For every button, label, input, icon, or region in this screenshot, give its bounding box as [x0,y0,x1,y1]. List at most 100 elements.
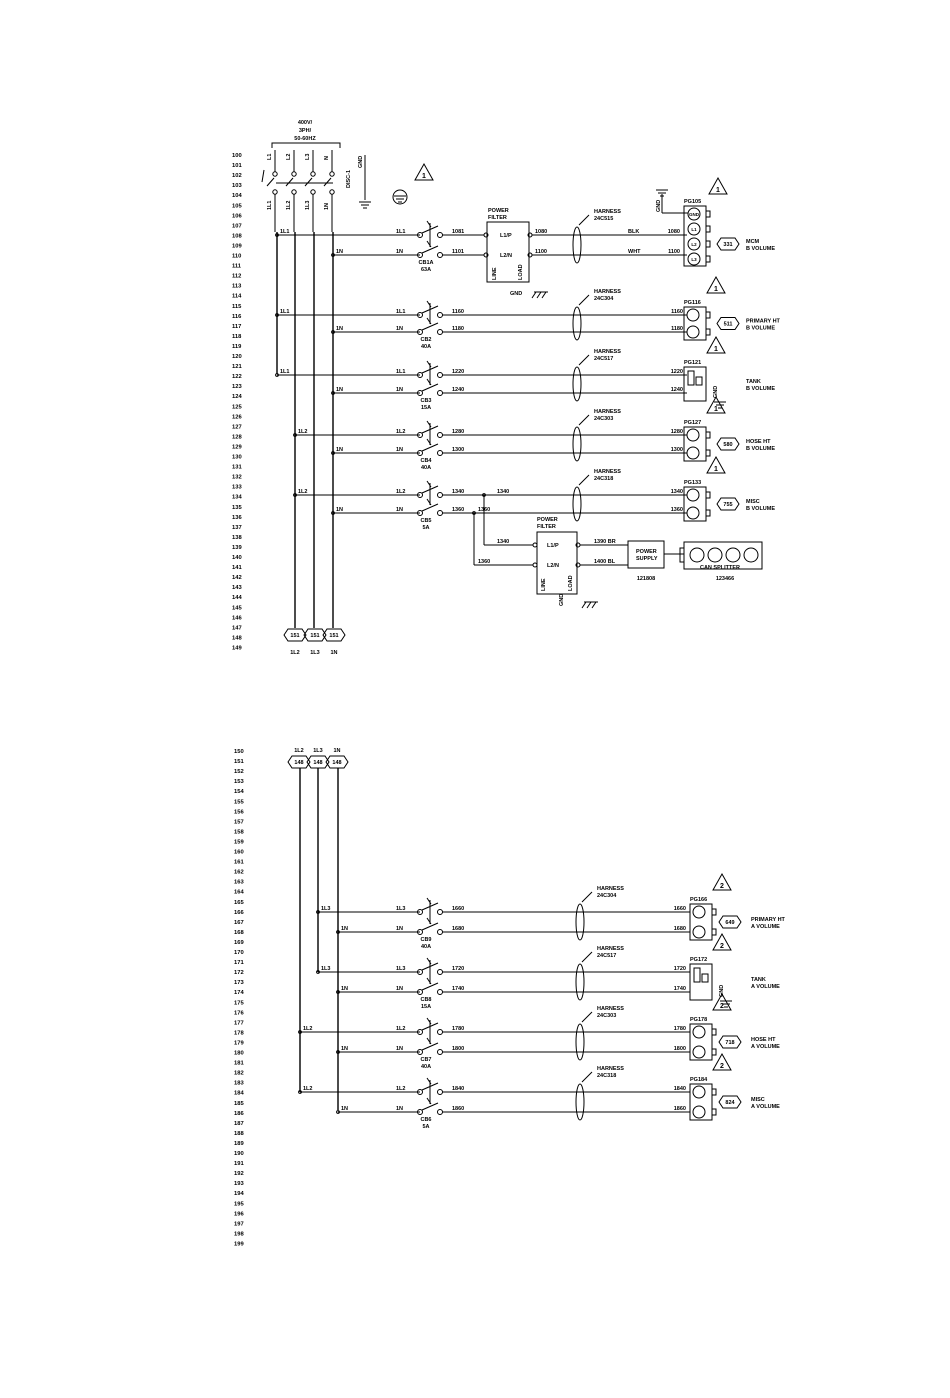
plug-pin-L3 [687,252,701,266]
breaker-terminal [437,232,443,238]
harness-part: 24C304 [594,296,614,302]
hex-tag-shape [716,237,740,251]
rung-number-159: 159 [234,839,244,845]
hex-tag-shape [325,755,349,769]
chassis-hatch [591,601,597,609]
supply-bracket [271,142,341,148]
harness-shield [572,306,582,341]
plug-tag: PG105 [684,199,701,205]
breaker-terminal [437,909,443,915]
phase-bus-label: 1L2 [303,1026,312,1032]
pole-terminal-top [272,171,278,177]
plug-wire-number-1: 1660 [674,906,686,912]
offpage-1n: 151 [322,628,346,642]
load-code-tag: 331 [716,237,740,251]
plug-wire-number-1: 1780 [674,1026,686,1032]
plug-tag: PG178 [690,1017,707,1023]
phase-bus-label: 1L2 [303,1086,312,1092]
power-supply-title: SUPPLY [636,556,658,562]
rung-number-170: 170 [234,950,244,956]
neutral-junction [331,451,335,455]
filter-gnd-label: GND [510,291,522,297]
supply-frequency: 50-60HZ [294,136,316,142]
wire-number-1: 1660 [452,906,464,912]
revision-number: 1 [714,406,718,413]
rung-number-191: 191 [234,1161,244,1167]
plug-body [689,1083,713,1121]
phase-junction [293,493,297,497]
breaker-terminal [437,432,443,438]
breaker-blade [421,503,439,512]
breaker-terminal [417,1029,423,1035]
revision-number: 1 [714,286,718,293]
plug-gnd-label: GND [719,985,725,997]
phase-junction [316,910,320,914]
harness-part: 24C517 [594,356,613,362]
revision-triangle-shape [706,335,726,354]
plug-wire-number-2: 1100 [668,249,680,255]
rung-number-172: 172 [234,970,244,976]
plug-pin-tab [705,311,711,319]
plug-pin-tab [711,1088,717,1096]
breaker-terminal [417,390,423,396]
phase-breaker-in-label: 1L1 [396,309,405,315]
wire-color-1: BLK [628,229,639,235]
load-name: MISC [746,499,760,505]
neutral-breaker-in-label: 1N [396,1106,403,1112]
rung-number-107: 107 [232,223,242,229]
plug-pin-tab [711,1048,717,1056]
breaker-terminal [417,372,423,378]
rung-number-197: 197 [234,1221,244,1227]
breaker-rating: 15A [421,405,431,411]
revision-triangle: 1 [708,176,728,195]
load-volume: A VOLUME [751,924,780,930]
plug-tag: PG166 [690,897,707,903]
rung-number-129: 129 [232,444,242,450]
load-name: MCM [746,239,760,245]
rung-number-111: 111 [232,264,242,270]
plug-wire-number-1: 1340 [671,489,683,495]
revision-number: 1 [714,466,718,473]
pole-output-label-1N: 1N [324,203,330,210]
hex-tag-shape [718,1095,742,1109]
breaker-tag: CB6 [420,1117,431,1123]
plug-pin-1 [686,308,700,322]
offpage-top-label-1L2: 1L2 [290,650,299,656]
harness-shield [572,426,582,462]
can-port-1 [689,547,705,563]
pole-terminal-top [329,171,335,177]
rung-number-193: 193 [234,1181,244,1187]
breaker-rating: 40A [421,1064,431,1070]
hex-tag-label: 151 [290,633,299,639]
revision-triangle: 1 [706,455,726,474]
breaker-terminal [417,909,423,915]
plug-pin-tab [711,1028,717,1036]
hex-tag-label: 148 [313,760,322,766]
rung-number-156: 156 [234,809,244,815]
filter-terminal [483,232,489,238]
plug-wire-number-2: 1180 [671,326,683,332]
load-code-tag: 649 [718,915,742,929]
neutral-bus-label: 1N [341,1046,348,1052]
phase-breaker-in-label: 1L2 [396,1026,405,1032]
plug-gnd-label: GND [656,200,662,212]
filter2-out-number-2: 1400 BL [594,559,616,565]
wire-number-1: 1280 [452,429,464,435]
harness-label: HARNESS [594,289,621,295]
rung-number-168: 168 [234,930,244,936]
harness-shield [572,226,582,264]
filter-chassis-ground [531,291,548,299]
phase-breaker-in-label: 1L3 [396,966,405,972]
offpage-bottom-label-1L3: 1L3 [313,748,322,754]
hex-tag-shape [303,628,327,642]
breaker-rating: 40A [421,465,431,471]
pole-label-N: N [324,156,330,160]
breaker-terminal [437,929,443,935]
filter-terminal [483,252,489,258]
